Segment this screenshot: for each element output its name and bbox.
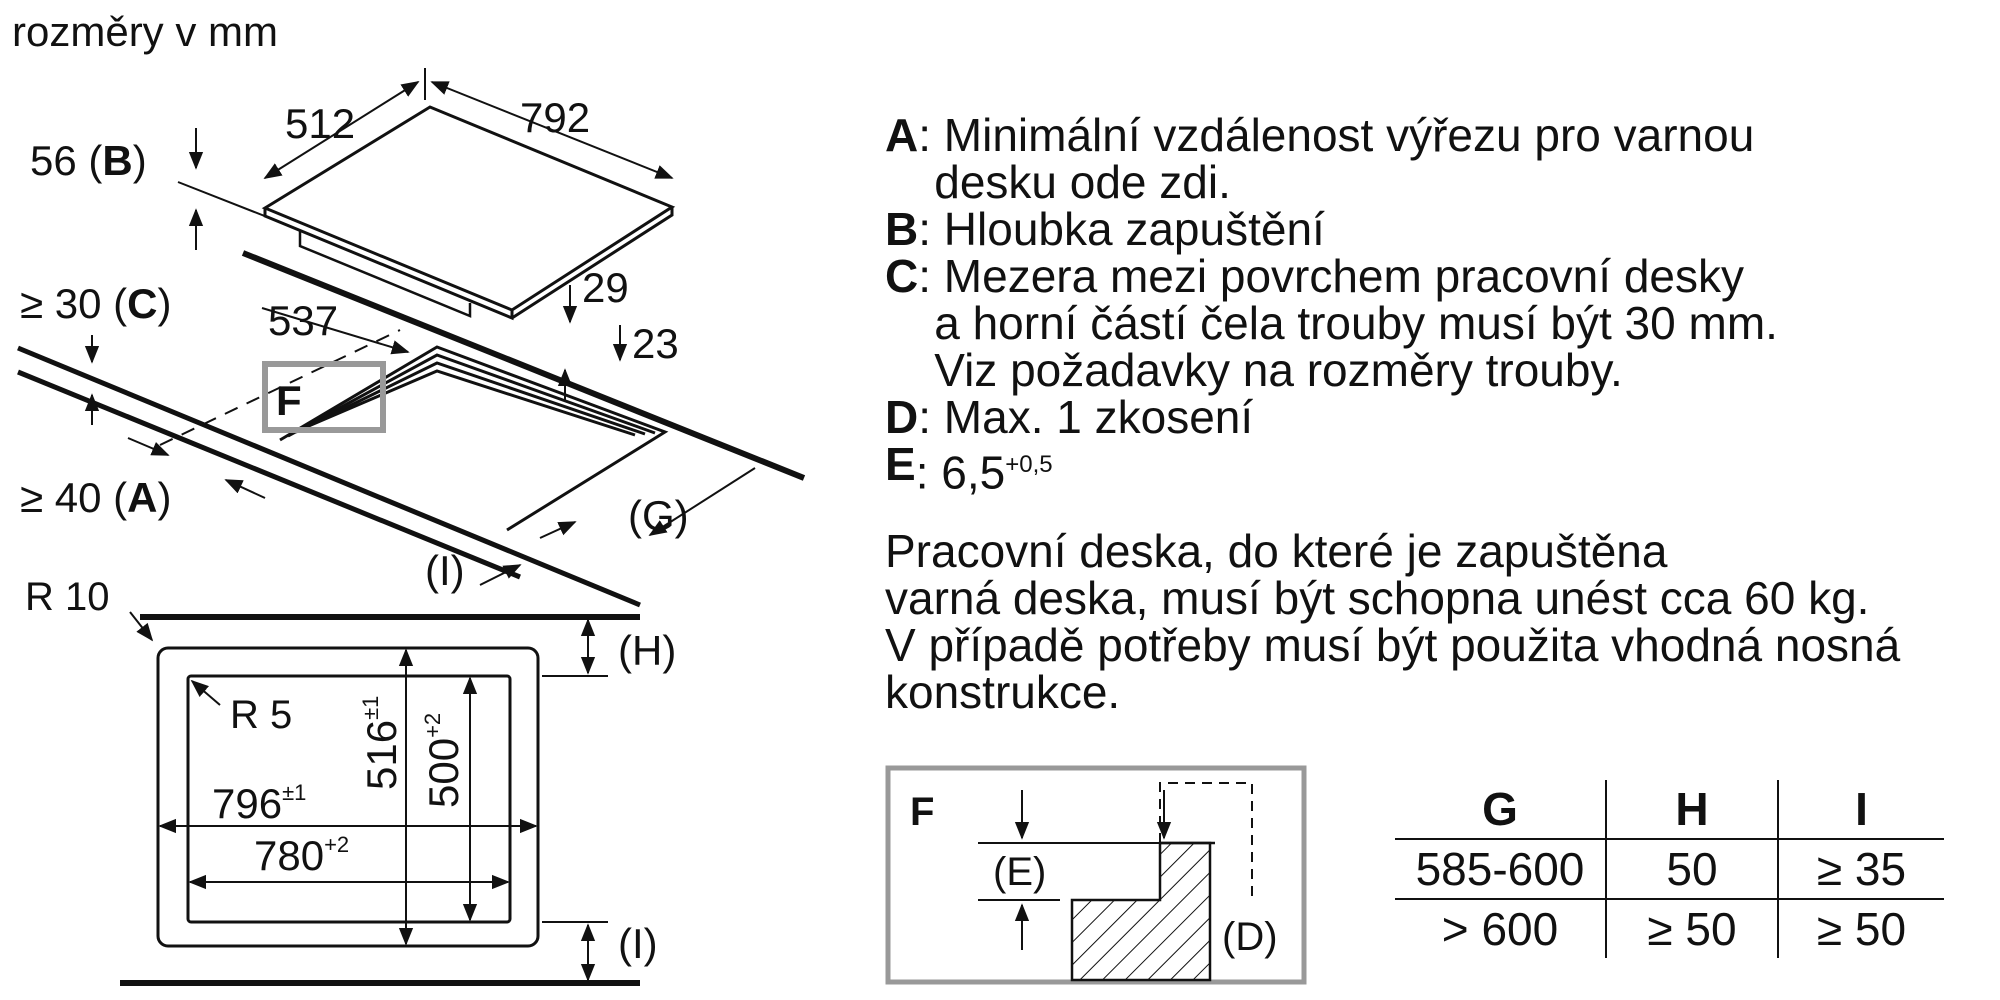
detail-f-frame [262,361,386,433]
table-cell: 585-600 [1395,838,1607,899]
note-key: E [885,438,916,490]
label-500: 500+2 [420,713,467,808]
label-780: 780+2 [254,832,349,879]
label-56-b: 56 (B) [30,137,147,184]
table-header: H [1606,780,1779,839]
dim-a-arrow-left [127,437,170,456]
note-line: : Minimální vzdálenost výřezu pro varnou [918,109,1755,161]
label-40-a: ≥ 40 (A) [20,474,171,521]
note-line: : Hloubka zapuštění [918,203,1325,255]
label-i-top: (I) [425,547,465,594]
table-cell: 50 [1606,838,1779,899]
units-label: rozměry v mm [12,8,278,55]
note-e: E : 6,5+0,5 [885,438,1965,499]
label-i-bottom: (I) [618,920,658,967]
paragraph-line: Pracovní deska, do které je zapuštěna [885,525,1668,577]
table-cell: ≥ 50 [1778,898,1944,958]
label-23: 23 [632,320,679,367]
hob-outline [156,646,540,948]
worktop-bottom-edge [17,369,521,580]
dashed-reference [159,329,401,446]
load-paragraph: Pracovní deska, do které je zapuštěna va… [885,528,1965,716]
r10-leader [129,611,154,642]
note-key: D [885,391,919,443]
dim-537-line [261,307,410,355]
note-line: : 6,5+0,5 [915,446,1053,499]
table-header-row: G H I [1395,780,1944,839]
note-a: A : Minimální vzdálenost výřezu pro varn… [885,112,1965,206]
table-cell: ≥ 50 [1606,898,1779,958]
note-c: C : Mezera mezi povrchem pracovní desky … [885,253,1965,394]
label-h: (H) [618,627,676,674]
note-e-tolerance: +0,5 [1005,451,1053,478]
label-30-c: ≥ 30 (C) [20,280,171,327]
table-header: G [1395,780,1607,839]
paragraph-line: varná deska, musí být schopna unést cca … [885,572,1870,624]
paragraph-line: V případě potřeby musí být použita vhodn… [885,619,1901,671]
note-line: Viz požadavky na rozměry trouby. [934,344,1623,396]
label-e: (E) [993,850,1046,894]
dim-512-line [263,81,420,179]
worktop-section [1070,841,1212,982]
dim-a-arrow-right [224,479,266,499]
label-d: (D) [1222,915,1278,959]
dimension-table: G H I 585-600 50 ≥ 35 > 600 ≥ 50 ≥ 50 [1395,780,1944,958]
label-29: 29 [582,264,629,311]
table-cell: > 600 [1395,898,1607,958]
dimension-lines [84,68,756,586]
worktop-back-edge [241,250,806,481]
label-516: 516±1 [358,696,405,790]
note-line: desku ode zdi. [934,156,1231,208]
note-line: a horní částí čela trouby musí být 30 mm… [934,297,1778,349]
label-792: 792 [520,94,590,141]
note-key: C [885,250,919,302]
legend-notes: A : Minimální vzdálenost výřezu pro varn… [885,112,1965,496]
cutout-outline [279,345,669,532]
label-f: F [276,377,302,424]
table-row: > 600 ≥ 50 ≥ 50 [1395,898,1944,958]
dim-i-top-arrow [539,521,577,539]
table-row: 585-600 50 ≥ 35 [1395,838,1944,899]
label-g: (G) [628,492,689,539]
cutout-plan [120,611,640,986]
cutout-rect [186,674,512,924]
detail-f: F (E) (D) [885,765,1307,985]
label-r10: R 10 [25,575,110,619]
note-line: : Max. 1 zkosení [918,391,1254,443]
note-line: : Mezera mezi povrchem pracovní desky [918,250,1744,302]
isometric-labels: 512 792 56 (B) ≥ 30 (C) 537 29 23 F ≥ 40… [20,94,689,594]
hob-glass-edge-left [263,208,514,321]
note-key: B [885,203,919,255]
dim-792-line [430,81,674,179]
dim-g-line [648,467,756,536]
plan-labels: R 10 R 5 796±1 780+2 516±1 500+2 (H) (I) [25,575,676,967]
note-key: A [885,109,919,161]
r5-leader [190,679,221,706]
bevel-outline-dashed [1159,782,1253,900]
note-d: D : Max. 1 zkosení [885,394,1965,441]
detail-f-title: F [910,790,934,834]
note-b: B : Hloubka zapuštění [885,206,1965,253]
detail-f-box [885,765,1307,985]
label-796: 796±1 [212,780,306,827]
paragraph-line: konstrukce. [885,666,1121,718]
label-537: 537 [268,297,338,344]
table-cell: ≥ 35 [1778,838,1944,899]
label-512: 512 [285,100,355,147]
hob-body [298,231,472,318]
hob-glass-edge-right [511,207,674,320]
label-r5: R 5 [230,693,292,737]
table-header: I [1855,783,1868,835]
worktop-top-edge [17,345,641,608]
